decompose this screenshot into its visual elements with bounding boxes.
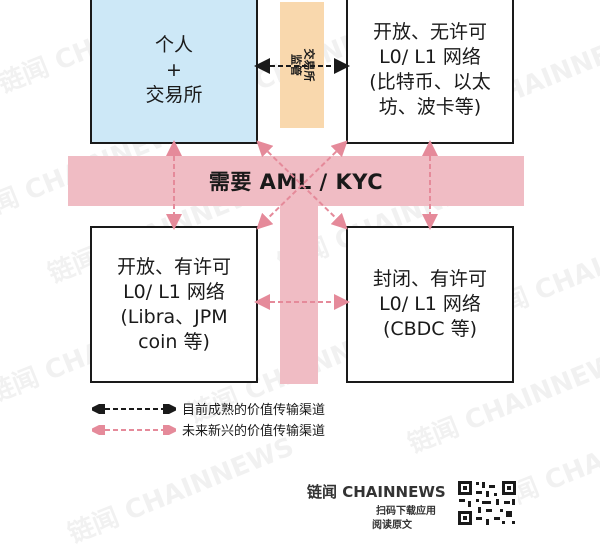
box-line: 封闭、有许可	[372, 268, 487, 290]
box-line: L0/ L1 网络	[379, 46, 481, 68]
box-line: 交易所	[145, 83, 203, 106]
box-line: 坊、波卡等)	[378, 96, 482, 118]
arrow-layer	[166, 58, 438, 310]
legend-mature: 目前成熟的价值传输渠道	[92, 399, 325, 418]
legend-mature-label: 目前成熟的价值传输渠道	[182, 403, 326, 418]
box-line: coin 等)	[138, 330, 210, 353]
footer-brand: 链闻 CHAINNEWS	[307, 483, 446, 501]
legend-mature-arrow-icon	[92, 403, 176, 414]
box-line: (CBDC 等)	[382, 318, 478, 340]
footer-scan-text: 扫码下载应用	[376, 506, 436, 517]
footer-read-text: 阅读原文	[372, 520, 412, 531]
box-line: (Libra、JPM	[120, 305, 228, 328]
legend-emerging-label: 未来新兴的价值传输渠道	[182, 424, 326, 439]
box-line: (比特币、以太	[369, 71, 491, 93]
qr-code-icon[interactable]	[456, 479, 518, 527]
box-line: L0/ L1 网络	[123, 280, 225, 303]
legend-emerging-arrow-icon	[92, 424, 176, 435]
box-line: +	[166, 58, 182, 81]
box-line: L0/ L1 网络	[379, 293, 481, 315]
legend-emerging: 未来新兴的价值传输渠道	[92, 420, 325, 439]
box-closed-permissioned: 封闭、有许可 L0/ L1 网络 (CBDC 等)	[346, 226, 514, 383]
box-open-permissioned: 开放、有许可 L0/ L1 网络 (Libra、JPM coin 等)	[90, 226, 258, 383]
box-line: 开放、无许可	[372, 21, 487, 43]
box-line: 个人	[154, 33, 193, 56]
box-line: 开放、有许可	[116, 255, 231, 278]
emerging-arrow-diagonal-b	[256, 140, 348, 230]
